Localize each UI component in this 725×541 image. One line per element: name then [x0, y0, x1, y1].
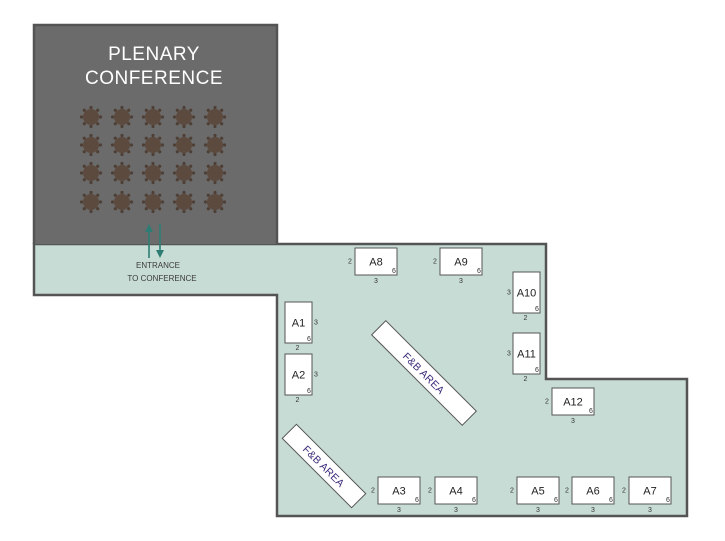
round-table [110, 105, 134, 129]
round-table [203, 161, 227, 185]
booth-dimension: 2 [371, 488, 375, 495]
booth-dimension: 2 [433, 259, 437, 266]
round-table [172, 105, 196, 129]
round-table [79, 161, 103, 185]
plenary-title-line1: PLENARY [108, 44, 200, 65]
booth-a12[interactable]: A12 2 3 6 [545, 387, 595, 425]
round-table [141, 105, 165, 129]
booth-dimension: 3 [397, 507, 401, 514]
booth-a1[interactable]: A1 3 26 [284, 301, 318, 352]
round-table [172, 190, 196, 214]
booth-dimension: 6 [554, 497, 558, 504]
booth-dimension: 2 [565, 488, 569, 495]
booth-dimension: 6 [392, 268, 396, 275]
plenary-title-line2: CONFERENCE [85, 68, 223, 89]
booth-a7[interactable]: A7 2 3 6 [622, 476, 672, 514]
booth-dimension: 6 [589, 408, 593, 415]
booth-dimension: 6 [415, 497, 419, 504]
booth-a2-label: A2 [292, 370, 305, 382]
round-table [110, 133, 134, 157]
booth-dimension: 2 [348, 259, 352, 266]
round-table [110, 161, 134, 185]
booth-dimension: 3 [507, 351, 511, 358]
booth-a9-label: A9 [454, 257, 467, 269]
round-table [79, 133, 103, 157]
booth-a8[interactable]: A8 2 3 6 [348, 247, 398, 285]
booth-dimension: 2 [524, 376, 528, 383]
booth-dimension: 3 [459, 278, 463, 285]
entrance-arrows-icon[interactable] [145, 224, 164, 258]
booth-a6-label: A6 [586, 486, 599, 498]
booth-a9[interactable]: A9 2 3 6 [433, 247, 483, 285]
booth-a6[interactable]: A6 2 3 6 [565, 476, 615, 514]
booth-a8-label: A8 [369, 257, 382, 269]
booth-dimension: 2 [428, 488, 432, 495]
round-table [172, 133, 196, 157]
booth-dimension: 2 [622, 488, 626, 495]
booth-dimension: 3 [536, 507, 540, 514]
booth-a10-label: A10 [517, 288, 537, 300]
booth-dimension: 3 [648, 507, 652, 514]
round-table [172, 161, 196, 185]
round-table [79, 105, 103, 129]
plenary-room-outline [32, 23, 279, 244]
booth-a12-label: A12 [563, 397, 583, 409]
round-table [203, 133, 227, 157]
booth-dimension: 2 [545, 399, 549, 406]
booth-dimension: 2 [524, 315, 528, 322]
booth-a3[interactable]: A3 2 3 6 [371, 476, 421, 514]
entrance-label-line2: TO CONFERENCE [127, 274, 196, 283]
booth-dimension: 3 [591, 507, 595, 514]
round-tables-grid [79, 105, 227, 214]
booth-dimension: 6 [666, 497, 670, 504]
booth-a2[interactable]: A2 3 26 [284, 353, 318, 404]
booth-a5[interactable]: A5 2 3 6 [510, 476, 560, 514]
round-table [141, 190, 165, 214]
booth-a3-label: A3 [392, 486, 405, 498]
booth-a11-label: A11 [517, 349, 536, 361]
round-table [141, 161, 165, 185]
booth-a7-label: A7 [643, 486, 656, 498]
booth-dimension: 6 [307, 336, 311, 343]
entrance-label-line1: ENTRANCE [136, 261, 180, 270]
round-table [110, 190, 134, 214]
round-table [203, 190, 227, 214]
booth-a10[interactable]: A10 3 26 [507, 271, 541, 322]
booth-dimension: 6 [535, 367, 539, 374]
booth-dimension: 6 [307, 388, 311, 395]
booth-dimension: 6 [477, 268, 481, 275]
booth-dimension: 2 [296, 345, 300, 352]
booth-dimension: 3 [571, 418, 575, 425]
booth-a1-label: A1 [292, 318, 305, 330]
booth-dimension: 6 [535, 306, 539, 313]
booth-dimension: 2 [296, 397, 300, 404]
round-table [141, 133, 165, 157]
exhibition-floor [32, 242, 689, 518]
booth-a11[interactable]: A11 3 26 [507, 332, 541, 383]
booth-dimension: 6 [472, 497, 476, 504]
booth-a4[interactable]: A4 2 3 6 [428, 476, 478, 514]
booth-dimension: 3 [314, 372, 318, 379]
booth-dimension: 3 [454, 507, 458, 514]
booth-dimension: 6 [609, 497, 613, 504]
booth-a4-label: A4 [449, 486, 462, 498]
booth-a5-label: A5 [531, 486, 544, 498]
booth-dimension: 3 [374, 278, 378, 285]
round-table [79, 190, 103, 214]
booth-dimension: 3 [314, 320, 318, 327]
booth-dimension: 2 [510, 488, 514, 495]
booth-dimension: 3 [507, 290, 511, 297]
round-table [203, 105, 227, 129]
